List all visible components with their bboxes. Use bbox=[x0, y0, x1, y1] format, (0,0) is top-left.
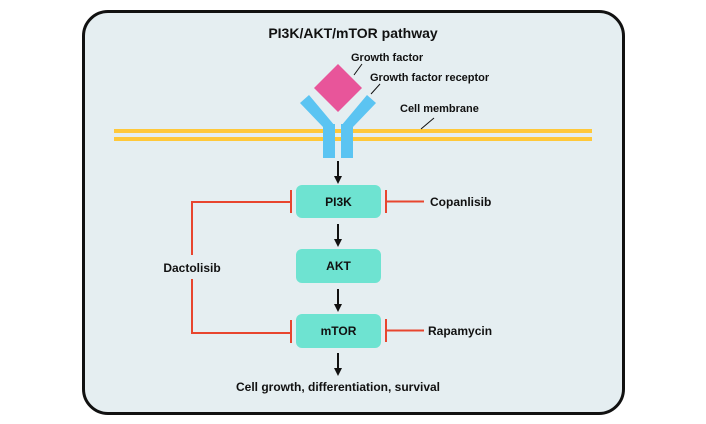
growth-factor-receptor bbox=[300, 95, 376, 158]
node-akt: AKT bbox=[296, 249, 381, 283]
receptor-left-arm bbox=[300, 95, 335, 131]
receptor-right-arm bbox=[341, 95, 376, 131]
node-mtor: mTOR bbox=[296, 314, 381, 348]
receptor-right-stem bbox=[341, 124, 353, 158]
receptor-left-stem bbox=[323, 124, 335, 158]
inhibitor-dactolisib bbox=[191, 190, 292, 343]
dactolisib-line-top bbox=[191, 201, 290, 255]
node-pi3k-label: PI3K bbox=[325, 195, 352, 209]
cell-membrane-label: Cell membrane bbox=[400, 103, 479, 115]
inhibitor-copanlisib bbox=[385, 190, 424, 213]
growth-factor-label: Growth factor bbox=[351, 52, 424, 64]
rapamycin-label: Rapamycin bbox=[428, 324, 492, 338]
growth-factor-leader bbox=[353, 63, 363, 76]
node-pi3k: PI3K bbox=[296, 185, 381, 218]
copanlisib-label: Copanlisib bbox=[430, 195, 491, 209]
receptor-leader bbox=[370, 83, 381, 95]
node-pi3k-box bbox=[296, 185, 381, 218]
node-mtor-box bbox=[296, 314, 381, 348]
growth-factor-receptor-label: Growth factor receptor bbox=[370, 72, 490, 84]
node-akt-label: AKT bbox=[326, 259, 351, 273]
growth-factor bbox=[314, 64, 362, 112]
node-akt-box bbox=[296, 249, 381, 283]
outcome-label: Cell growth, differentiation, survival bbox=[236, 380, 440, 394]
dactolisib-label: Dactolisib bbox=[163, 261, 220, 275]
node-mtor-label: mTOR bbox=[321, 324, 357, 338]
diagram-title: PI3K/AKT/mTOR pathway bbox=[268, 25, 438, 41]
dactolisib-line-bottom bbox=[191, 279, 290, 334]
inhibitor-rapamycin bbox=[385, 319, 424, 342]
membrane-leader bbox=[420, 117, 435, 130]
